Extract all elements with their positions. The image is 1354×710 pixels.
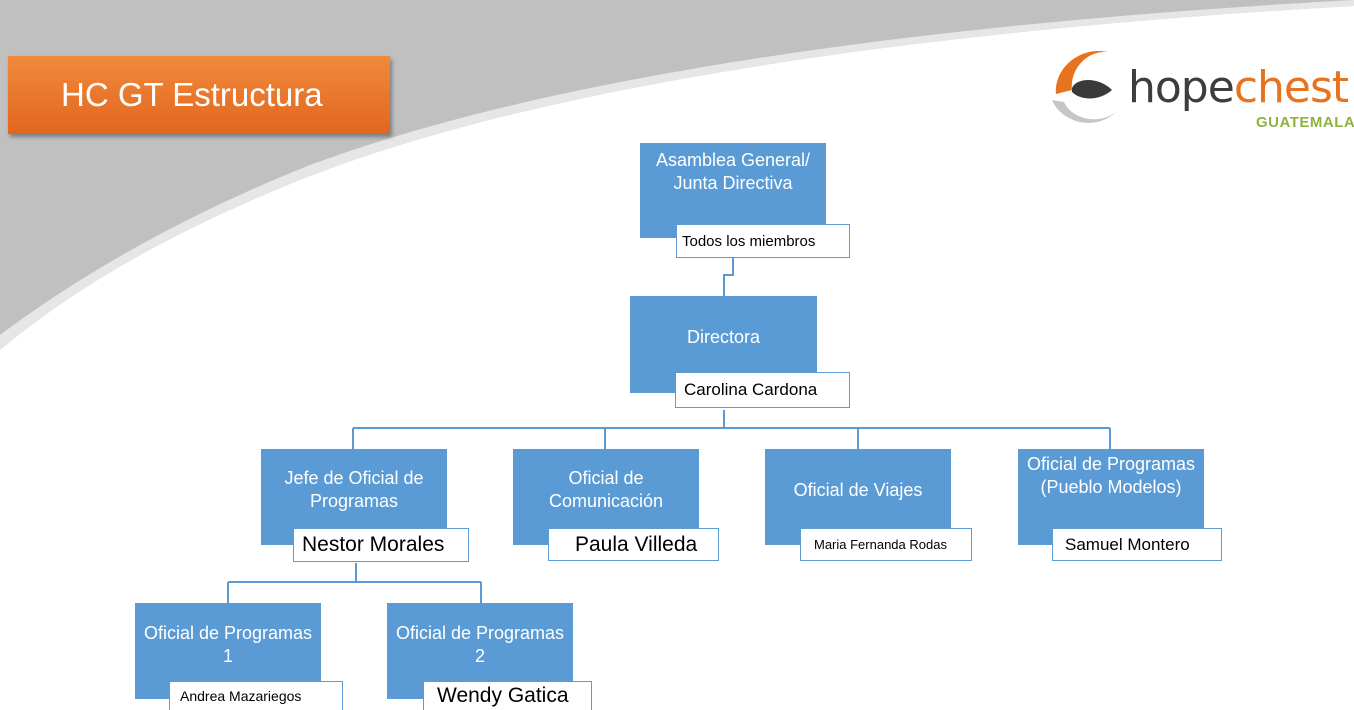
title-banner: HC GT Estructura (8, 56, 390, 134)
node-programas2-title: Oficial de Programas 2 (395, 623, 565, 666)
label-comunicacion-person: Paula Villeda (548, 528, 719, 561)
label-viajes-person: Maria Fernanda Rodas (800, 528, 972, 561)
hopechest-swoosh-icon (1052, 51, 1118, 123)
node-jefe-title: Jefe de Oficial de Programas (284, 468, 424, 511)
node-programas1-title: Oficial de Programas 1 (143, 623, 313, 666)
node-asamblea: Asamblea General/ Junta Directiva (640, 143, 826, 238)
node-asamblea-title: Asamblea General/ Junta Directiva (655, 150, 811, 193)
logo-country: GUATEMALA (1256, 114, 1354, 131)
node-directora-title: Directora (686, 327, 761, 347)
node-pueblo: Oficial de Programas (Pueblo Modelos) (1018, 449, 1204, 545)
label-programas2-person: Wendy Gatica (423, 681, 592, 710)
node-pueblo-title: Oficial de Programas (Pueblo Modelos) (1026, 454, 1196, 497)
page-title: HC GT Estructura (61, 76, 323, 113)
logo-wordmark: hopechest (1128, 62, 1349, 113)
label-jefe-person: Nestor Morales (293, 528, 469, 562)
label-programas1-person: Andrea Mazariegos (169, 681, 343, 710)
hopechest-logo: hopechest GUATEMALA (1040, 38, 1354, 138)
node-viajes-title: Oficial de Viajes (793, 479, 923, 500)
label-pueblo-person: Samuel Montero (1052, 528, 1222, 561)
node-comunicacion-title: Oficial de Comunicación (548, 468, 664, 511)
label-asamblea-person: Todos los miembros (676, 224, 850, 258)
label-directora-person: Carolina Cardona (675, 372, 850, 408)
